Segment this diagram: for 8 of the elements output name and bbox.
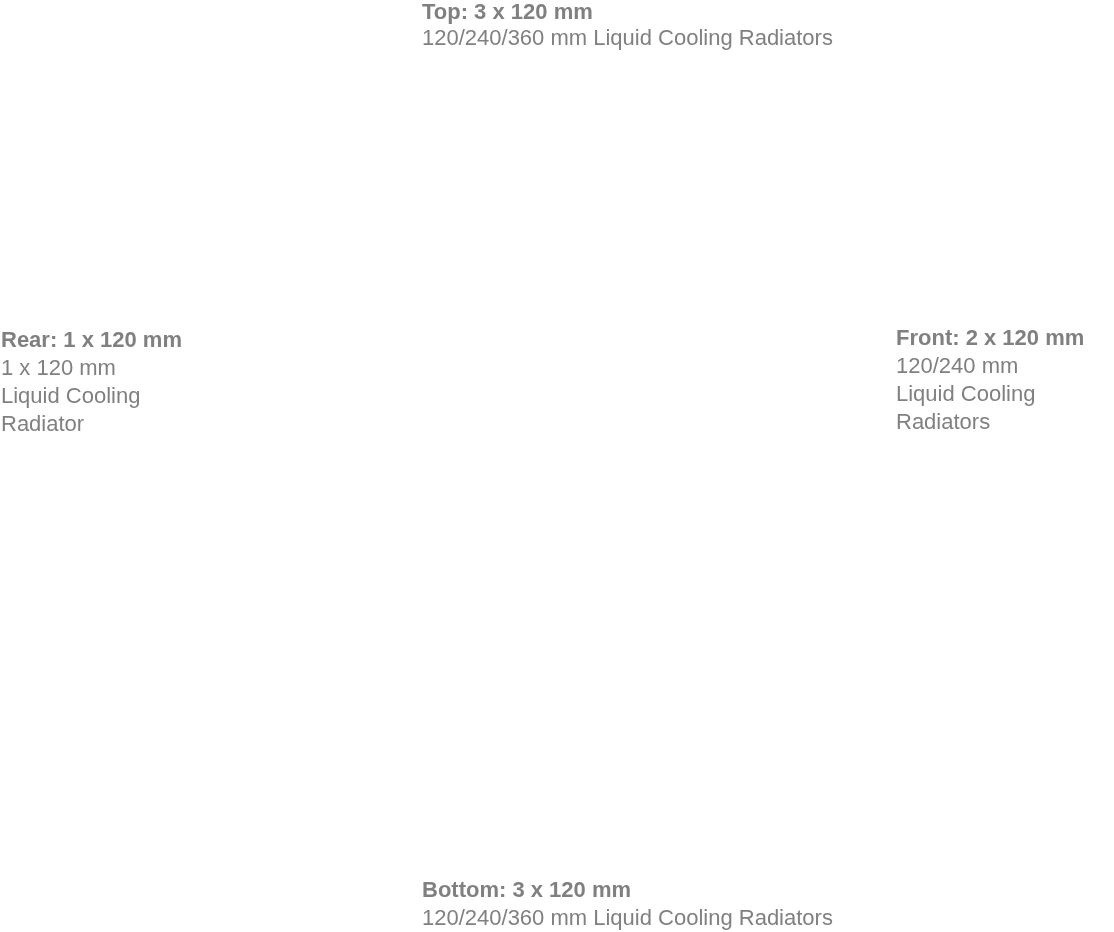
radiator-support-text: 120/240 mm Liquid Cooling Radiators bbox=[896, 352, 1037, 436]
mount-heading: Bottom: 3 x 120 mm bbox=[422, 876, 632, 904]
mount-heading: Top: 3 x 120 mm bbox=[422, 0, 593, 26]
radiator-support-text: 120/240/360 mm Liquid Cooling Radiators bbox=[422, 904, 833, 932]
radiator-support-text: 1 x 120 mm Liquid Cooling Radiator bbox=[1, 354, 142, 438]
mount-heading: Rear: 1 x 120 mm bbox=[1, 326, 182, 354]
radiator-support-text: 120/240/360 mm Liquid Cooling Radiators bbox=[422, 24, 833, 52]
mount-heading: Front: 2 x 120 mm bbox=[896, 324, 1085, 352]
